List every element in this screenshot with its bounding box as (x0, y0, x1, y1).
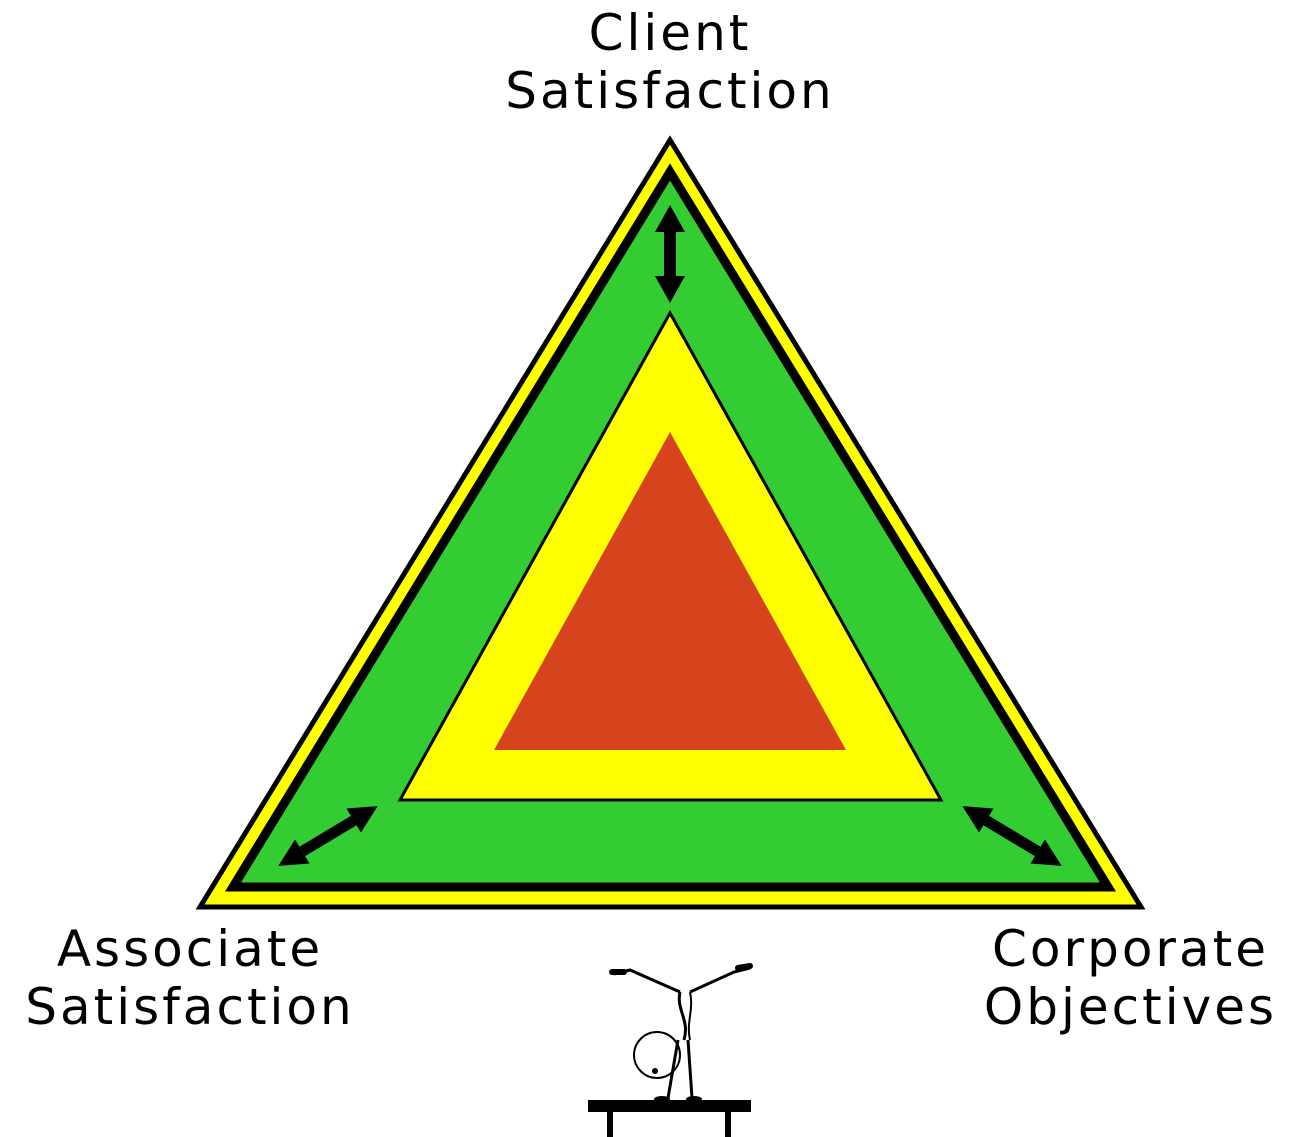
left-double-arrow-icon (278, 806, 378, 866)
top-double-arrow-icon (655, 205, 685, 303)
client-satisfaction-line2: Satisfaction (505, 62, 835, 120)
associate-satisfaction-line1: Associate (56, 920, 324, 978)
corporate-objectives-line2: Objectives (983, 978, 1278, 1036)
corporate-objectives-line1: Corporate (992, 920, 1269, 978)
client-satisfaction-line1: Client (588, 4, 752, 62)
corporate-objectives-label: Corporate Objectives (960, 920, 1301, 1036)
right-double-arrow-icon (962, 806, 1062, 866)
handstand-figure-icon (609, 963, 753, 1102)
associate-satisfaction-label: Associate Satisfaction (0, 920, 380, 1036)
client-satisfaction-label: Client Satisfaction (420, 4, 920, 120)
table-icon (588, 1100, 751, 1137)
associate-satisfaction-line2: Satisfaction (25, 978, 355, 1036)
core-red-triangle (494, 432, 846, 750)
